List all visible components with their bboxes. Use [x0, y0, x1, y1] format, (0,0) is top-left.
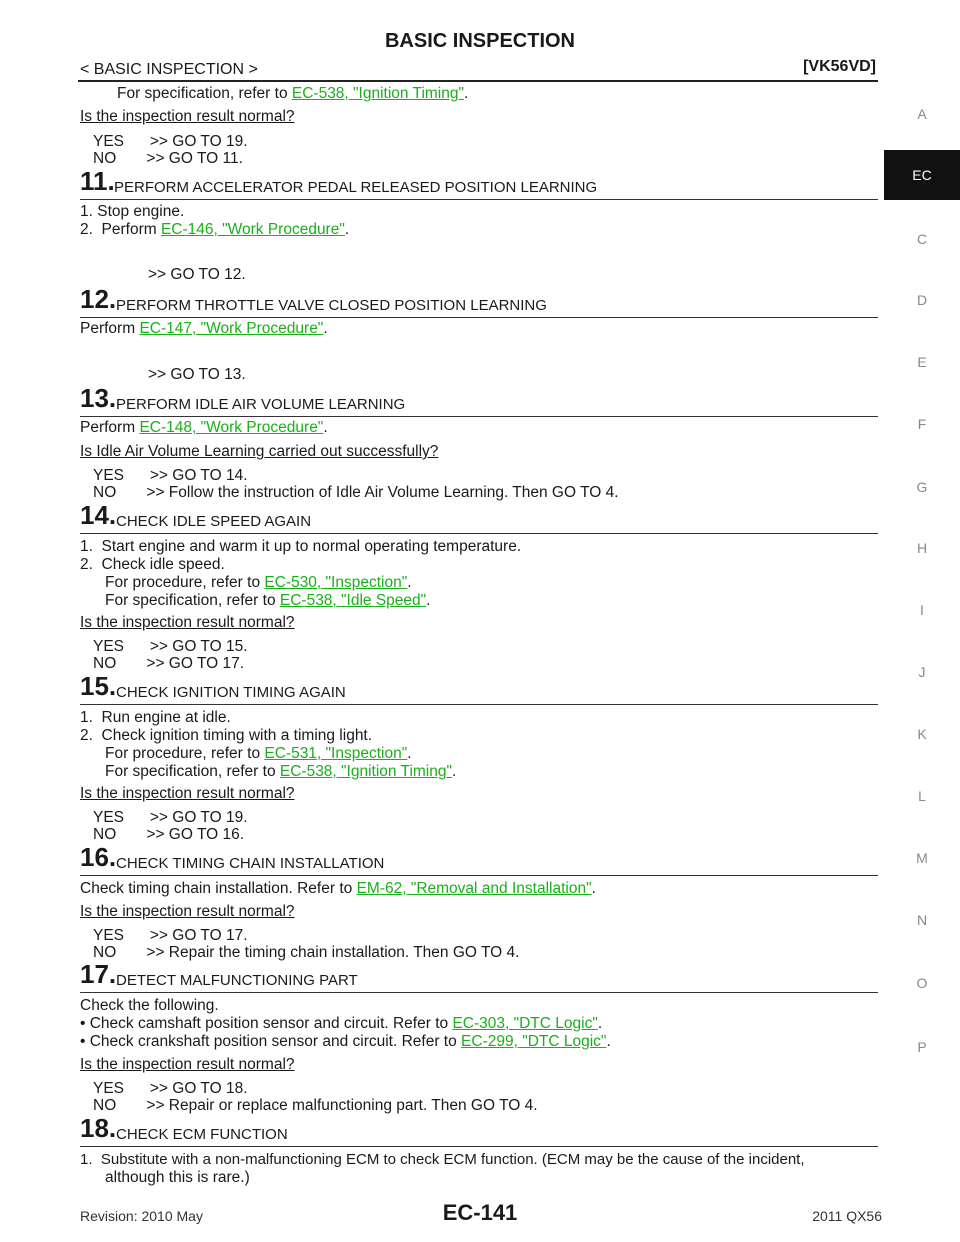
- step-13-header: 13. PERFORM IDLE AIR VOLUME LEARNING: [80, 383, 878, 417]
- section-tab-c[interactable]: C: [916, 231, 928, 247]
- goto: >> GO TO 12.: [148, 266, 246, 283]
- link-ec-531-inspection[interactable]: EC-531, "Inspection": [264, 745, 408, 762]
- link-ec-303-dtc-logic[interactable]: EC-303, "DTC Logic": [452, 1015, 598, 1032]
- section-tab-e[interactable]: E: [917, 354, 927, 370]
- instruction: For specification, refer to EC-538, "Ign…: [105, 763, 457, 780]
- instruction: For procedure, refer to EC-531, "Inspect…: [105, 745, 412, 762]
- question: Is Idle Air Volume Learning carried out …: [80, 443, 439, 460]
- step-number: 11.: [80, 166, 115, 196]
- answer-no: NO >> Repair the timing chain installati…: [93, 944, 520, 961]
- step-number: 14.: [80, 500, 117, 530]
- question: Is the inspection result normal?: [80, 785, 295, 802]
- step-number: 18.: [80, 1113, 117, 1143]
- answer-yes: YES >> GO TO 18.: [93, 1080, 248, 1097]
- instruction: Check the following.: [80, 997, 219, 1014]
- link-ec-538-idle-speed[interactable]: EC-538, "Idle Speed": [279, 592, 427, 609]
- answer-no: NO >> GO TO 16.: [93, 826, 245, 843]
- step-number: 15.: [80, 671, 117, 701]
- instruction: 2. Check idle speed.: [80, 556, 225, 573]
- page-title: BASIC INSPECTION: [384, 30, 576, 52]
- step-title: CHECK IDLE SPEED AGAIN: [116, 513, 312, 530]
- question: Is the inspection result normal?: [80, 903, 295, 920]
- step-number: 16.: [80, 842, 117, 872]
- step-11-header: 11. PERFORM ACCELERATOR PEDAL RELEASED P…: [80, 166, 878, 200]
- instruction: For specification, refer to EC-538, "Idl…: [105, 592, 431, 609]
- section-index-tabs: A EC C D E F G H I J K L M N O P: [884, 0, 960, 1242]
- answer-yes: YES >> GO TO 19.: [93, 809, 248, 826]
- instruction: 1. Run engine at idle.: [80, 709, 231, 726]
- answer-no: NO >> Repair or replace malfunctioning p…: [93, 1097, 538, 1114]
- link-ec-538-ignition-timing[interactable]: EC-538, "Ignition Timing": [279, 763, 452, 780]
- step-title: CHECK IGNITION TIMING AGAIN: [116, 684, 346, 701]
- instruction: For procedure, refer to EC-530, "Inspect…: [105, 574, 412, 591]
- instruction: 1. Start engine and warm it up to normal…: [80, 538, 522, 555]
- link-em-62-removal-installation[interactable]: EM-62, "Removal and Installation": [356, 880, 592, 897]
- answer-yes: YES >> GO TO 19.: [93, 133, 248, 150]
- step-14-header: 14. CHECK IDLE SPEED AGAIN: [80, 500, 878, 534]
- step-title: CHECK TIMING CHAIN INSTALLATION: [116, 855, 385, 872]
- section-tab-m[interactable]: M: [916, 850, 928, 866]
- revision-label: Revision: 2010 May: [80, 1208, 203, 1224]
- header-rule: [78, 80, 878, 82]
- step-title: DETECT MALFUNCTIONING PART: [116, 972, 358, 989]
- step-number: 17.: [80, 959, 117, 989]
- instruction: although this is rare.): [105, 1169, 250, 1186]
- answer-no: NO >> GO TO 17.: [93, 655, 245, 672]
- answer-yes: YES >> GO TO 14.: [93, 467, 248, 484]
- page-number: EC-141: [442, 1200, 518, 1225]
- step-number: 12.: [80, 284, 117, 314]
- section-tab-o[interactable]: O: [916, 975, 928, 991]
- step-title: PERFORM ACCELERATOR PEDAL RELEASED POSIT…: [114, 179, 598, 196]
- step-number: 13.: [80, 383, 117, 413]
- section-tab-j[interactable]: J: [918, 664, 926, 680]
- answer-no: NO >> GO TO 11.: [93, 150, 243, 167]
- step-12-header: 12. PERFORM THROTTLE VALVE CLOSED POSITI…: [80, 284, 878, 318]
- model-code: [VK56VD]: [803, 58, 876, 75]
- section-tab-h[interactable]: H: [916, 540, 928, 556]
- step-title: PERFORM IDLE AIR VOLUME LEARNING: [116, 396, 406, 413]
- document-body: For specification, refer to EC-538, "Ign…: [80, 0, 880, 1200]
- section-tab-p[interactable]: P: [917, 1039, 927, 1055]
- spec-line: For specification, refer to EC-538, "Ign…: [117, 85, 469, 102]
- model-year: 2011 QX56: [812, 1208, 882, 1224]
- step-title: CHECK ECM FUNCTION: [116, 1126, 288, 1143]
- section-tab-a[interactable]: A: [917, 106, 927, 122]
- link-ec-146-work-procedure[interactable]: EC-146, "Work Procedure": [160, 221, 345, 238]
- section-tab-k[interactable]: K: [917, 726, 927, 742]
- breadcrumb: < BASIC INSPECTION >: [80, 61, 258, 78]
- question: Is the inspection result normal?: [80, 1056, 295, 1073]
- link-ec-148-work-procedure[interactable]: EC-148, "Work Procedure": [139, 419, 324, 436]
- bullet-item: • Check crankshaft position sensor and c…: [80, 1033, 611, 1050]
- step-15-header: 15. CHECK IGNITION TIMING AGAIN: [80, 671, 878, 705]
- instruction: 2. Check ignition timing with a timing l…: [80, 727, 373, 744]
- section-tab-d[interactable]: D: [916, 292, 928, 308]
- section-tab-g[interactable]: G: [916, 479, 928, 495]
- section-tab-n[interactable]: N: [916, 912, 928, 928]
- instruction: 1. Stop engine.: [80, 203, 185, 220]
- link-ec-538-ignition-timing[interactable]: EC-538, "Ignition Timing": [291, 85, 464, 102]
- step-16-header: 16. CHECK TIMING CHAIN INSTALLATION: [80, 842, 878, 876]
- instruction: Perform EC-148, "Work Procedure".: [80, 419, 328, 436]
- instruction: Perform EC-147, "Work Procedure".: [80, 320, 328, 337]
- step-17-header: 17. DETECT MALFUNCTIONING PART: [80, 959, 878, 993]
- question: Is the inspection result normal?: [80, 614, 295, 631]
- answer-no: NO >> Follow the instruction of Idle Air…: [93, 484, 619, 501]
- section-tab-l[interactable]: L: [918, 788, 926, 804]
- answer-yes: YES >> GO TO 15.: [93, 638, 248, 655]
- link-ec-530-inspection[interactable]: EC-530, "Inspection": [264, 574, 408, 591]
- step-title: PERFORM THROTTLE VALVE CLOSED POSITION L…: [116, 297, 547, 314]
- question: Is the inspection result normal?: [80, 108, 295, 125]
- link-ec-147-work-procedure[interactable]: EC-147, "Work Procedure": [139, 320, 324, 337]
- section-tab-ec[interactable]: EC: [884, 150, 960, 200]
- instruction: 1. Substitute with a non-malfunctioning …: [80, 1151, 805, 1168]
- instruction: 2. Perform EC-146, "Work Procedure".: [80, 221, 350, 238]
- section-tab-i[interactable]: I: [920, 602, 924, 618]
- bullet-item: • Check camshaft position sensor and cir…: [80, 1015, 603, 1032]
- step-18-header: 18. CHECK ECM FUNCTION: [80, 1113, 878, 1147]
- goto: >> GO TO 13.: [148, 366, 246, 383]
- instruction: Check timing chain installation. Refer t…: [80, 880, 596, 897]
- section-tab-f[interactable]: F: [917, 416, 927, 432]
- link-ec-299-dtc-logic[interactable]: EC-299, "DTC Logic": [461, 1033, 607, 1050]
- answer-yes: YES >> GO TO 17.: [93, 927, 248, 944]
